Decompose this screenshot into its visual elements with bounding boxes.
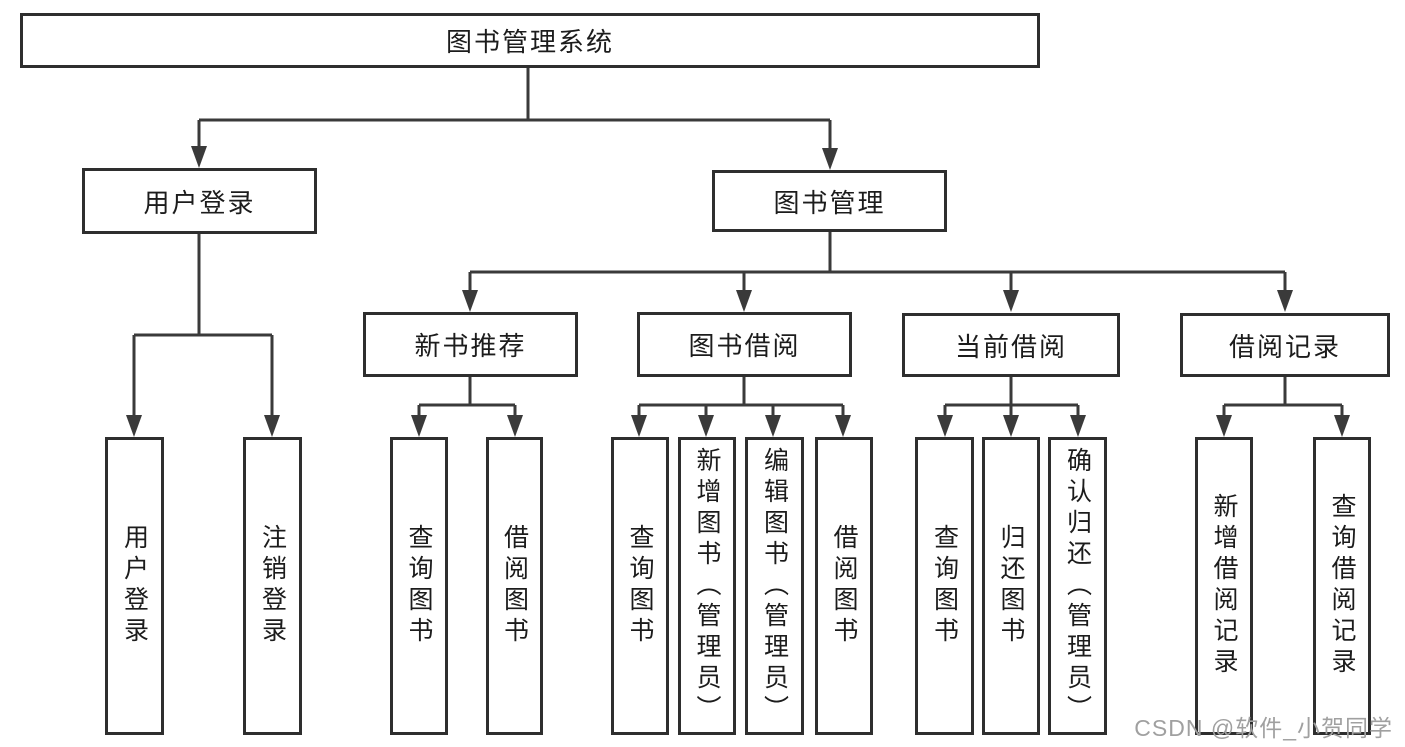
node-borrowing-records-label: 借阅记录 <box>1228 331 1341 362</box>
leaf-nbr-borrow-books-label: 借阅图书 <box>500 524 529 648</box>
node-root-label: 图书管理系统 <box>445 27 614 57</box>
leaf-br-add-record-label: 新增借阅记录 <box>1210 493 1238 679</box>
leaf-bb-add-books-admin: 新增图书（管理员） <box>678 437 736 735</box>
leaf-bb-add-books-admin-label: 新增图书（管理员） <box>693 446 721 726</box>
node-user-login: 用户登录 <box>82 168 317 234</box>
leaf-br-query-record: 查询借阅记录 <box>1313 437 1371 735</box>
node-new-book-recommend: 新书推荐 <box>363 312 578 377</box>
leaf-nbr-query-books: 查询图书 <box>390 437 448 735</box>
node-book-borrowing: 图书借阅 <box>637 312 852 377</box>
leaf-bb-borrow-books-label: 借阅图书 <box>830 524 858 648</box>
leaf-cb-confirm-return-admin: 确认归还（管理员） <box>1048 437 1107 735</box>
node-book-management-label: 图书管理 <box>773 187 886 218</box>
leaf-bb-query-books-label: 查询图书 <box>626 524 654 648</box>
leaf-nbr-query-books-label: 查询图书 <box>405 524 433 648</box>
leaf-br-query-record-label: 查询借阅记录 <box>1328 493 1356 679</box>
leaf-cb-query-books-label: 查询图书 <box>930 524 959 648</box>
leaf-user-login: 用户登录 <box>105 437 164 735</box>
arrowheads <box>126 146 1350 437</box>
node-root: 图书管理系统 <box>20 13 1040 68</box>
leaf-cb-confirm-return-admin-label: 确认归还（管理员） <box>1063 446 1092 726</box>
node-current-borrowing: 当前借阅 <box>902 313 1120 377</box>
node-current-borrowing-label: 当前借阅 <box>954 331 1067 362</box>
leaf-br-add-record: 新增借阅记录 <box>1195 437 1253 735</box>
leaf-logout: 注销登录 <box>243 437 302 735</box>
leaf-nbr-borrow-books: 借阅图书 <box>486 437 543 735</box>
leaf-cb-return-books-label: 归还图书 <box>997 524 1025 648</box>
leaf-bb-borrow-books: 借阅图书 <box>815 437 873 735</box>
node-new-book-recommend-label: 新书推荐 <box>414 331 527 361</box>
leaf-cb-query-books: 查询图书 <box>915 437 974 735</box>
node-book-borrowing-label: 图书借阅 <box>688 331 801 361</box>
node-borrowing-records: 借阅记录 <box>1180 313 1390 377</box>
leaf-logout-label: 注销登录 <box>258 524 287 648</box>
leaf-bb-edit-books-admin-label: 编辑图书（管理员） <box>760 446 789 726</box>
csdn-watermark: CSDN @软件_小贺同学 <box>1134 715 1393 741</box>
leaf-bb-edit-books-admin: 编辑图书（管理员） <box>745 437 804 735</box>
leaf-user-login-label: 用户登录 <box>120 524 149 648</box>
leaf-bb-query-books: 查询图书 <box>611 437 669 735</box>
node-book-management: 图书管理 <box>712 170 947 232</box>
leaf-cb-return-books: 归还图书 <box>982 437 1040 735</box>
node-user-login-label: 用户登录 <box>143 187 256 218</box>
